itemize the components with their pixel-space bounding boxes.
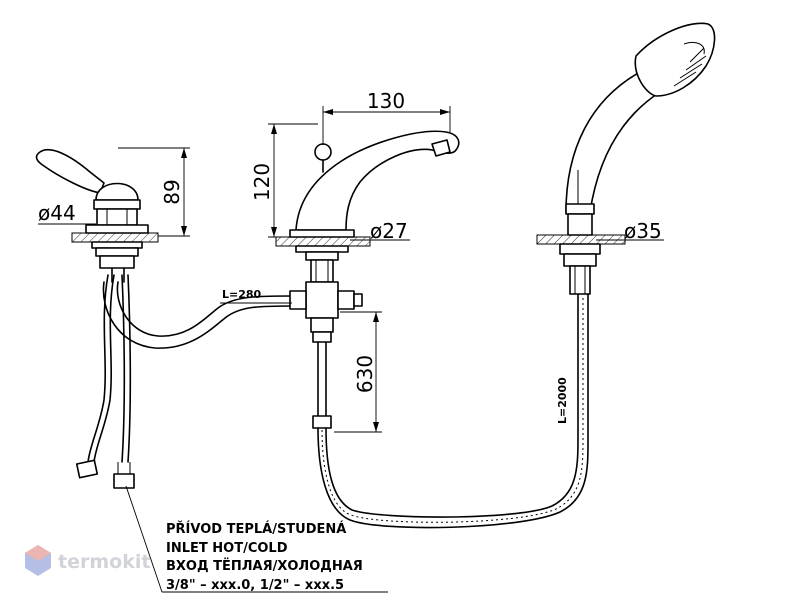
dim-44-label: ø44 (38, 201, 76, 225)
dim-35-label: ø35 (624, 219, 662, 243)
dimension-spout-diameter: ø27 (350, 219, 410, 243)
dimension-shower-diameter: ø35 (596, 219, 664, 243)
note-line-4: 3/8" – xxx.0, 1/2" – xxx.5 (166, 578, 344, 593)
inlet-note: PŘÍVOD TEPLÁ/STUDENÁ INLET HOT/COLD ВХОД… (125, 485, 388, 593)
dimension-pipe-length: L=280 (220, 288, 292, 304)
supply-hose-right (113, 274, 135, 489)
deck-slab-middle (275, 236, 371, 247)
supply-hose-left (75, 274, 115, 479)
dim-120-label: 120 (250, 163, 274, 201)
shower-hose (317, 293, 589, 529)
dim-280-label: L=280 (222, 288, 262, 301)
dimension-hose-length: L=2000 (556, 377, 569, 424)
watermark: termokit (25, 545, 150, 576)
dimension-lever-diameter: ø44 (38, 201, 96, 225)
note-line-1: PŘÍVOD TEPLÁ/STUDENÁ (166, 521, 346, 537)
dim-2000-label: L=2000 (556, 377, 569, 424)
dim-130-label: 130 (367, 89, 405, 113)
dimension-spout-height: 120 (250, 123, 318, 238)
deck-slab-left (71, 232, 159, 243)
deck-slab-right (536, 234, 626, 245)
connecting-pipe (102, 281, 293, 349)
dimension-supply-length: 630 (334, 311, 382, 433)
spout (289, 130, 460, 429)
lever-mixer (35, 148, 149, 283)
dim-27-label: ø27 (370, 219, 408, 243)
note-line-2: INLET HOT/COLD (166, 541, 288, 556)
hand-shower (559, 22, 716, 295)
dimension-spout-width: 130 (322, 89, 451, 145)
dimension-lever-height: 89 (118, 147, 190, 237)
dim-630-label: 630 (353, 355, 377, 393)
hexagon-logo-icon (25, 545, 51, 576)
note-line-3: ВХОД ТЁПЛАЯ/ХОЛОДНАЯ (166, 558, 363, 574)
dim-89-label: 89 (160, 179, 184, 204)
watermark-text: termokit (58, 551, 150, 573)
